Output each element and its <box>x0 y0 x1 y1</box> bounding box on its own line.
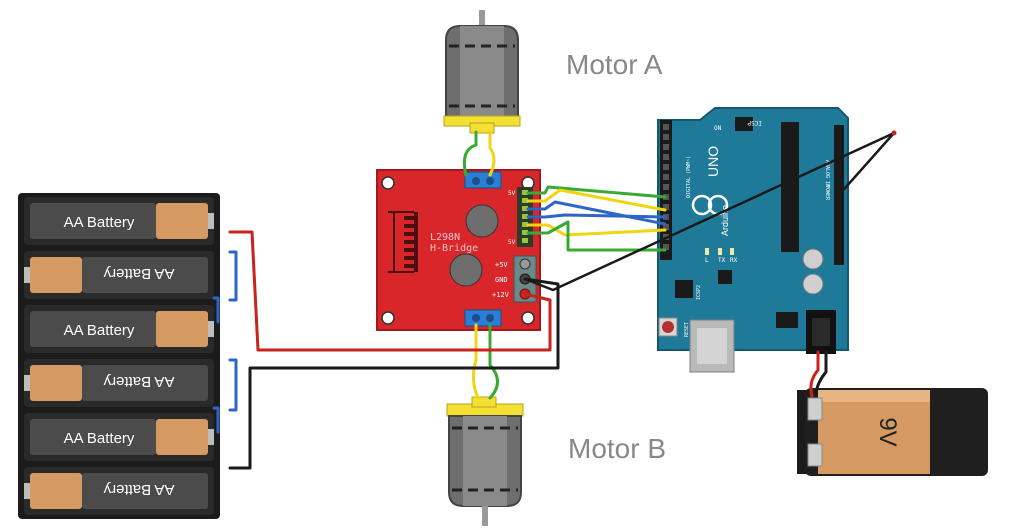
wire-series-3 <box>212 296 220 324</box>
atmega-chip <box>781 122 799 252</box>
wire-series-1 <box>228 250 238 302</box>
wire-motor-a-yellow <box>488 130 496 177</box>
label-5v: +5V <box>495 261 508 269</box>
wire-signal-1 <box>526 185 667 199</box>
capacitor-arduino-2 <box>802 273 824 295</box>
icsp-header <box>735 117 753 131</box>
aa-battery: AA Battery <box>24 413 214 461</box>
wire-series-2 <box>228 358 238 412</box>
arduino-uno: ICSP ON UNO Arduino DIGITAL (PWM~) ANALO… <box>657 107 849 373</box>
label-5v-top: 5V <box>508 190 516 197</box>
motor-b-shaft <box>482 506 488 526</box>
arduino-brand: Arduino <box>720 205 730 236</box>
wire-signal-6 <box>526 220 667 252</box>
9v-label: 9V <box>874 417 901 446</box>
nine-volt-battery: 9V <box>797 388 988 476</box>
wire-gnd <box>228 277 560 470</box>
aa-battery-label: AA Battery <box>103 265 174 282</box>
reset-label: RESET <box>684 322 690 337</box>
reset-button-cap[interactable] <box>662 321 674 333</box>
wire-12v <box>228 230 552 352</box>
wires <box>212 130 897 470</box>
aa-battery-label: AA Battery <box>103 373 174 390</box>
chip-label-1: L298N <box>430 232 460 243</box>
wire-9v-black <box>814 350 828 398</box>
aa-battery-pack: AA Battery AA Battery AA Battery AA Battery… <box>18 193 220 519</box>
label-gnd: GND <box>495 276 508 284</box>
motor-a-label: Motor A <box>566 49 663 80</box>
wire-motor-b-yellow <box>471 323 480 400</box>
motor-b-label: Motor B <box>568 433 666 464</box>
hbridge-board: L298N H-Bridge +5V GND +12V 5V 5V <box>376 169 541 331</box>
capacitor-arduino-1 <box>802 248 824 270</box>
power-label: POWER <box>824 185 830 201</box>
motor-a: Motor A <box>443 10 663 134</box>
regulator <box>776 312 798 328</box>
aa-battery-label: AA Battery <box>64 214 135 231</box>
on-label: ON <box>714 125 722 132</box>
motor-a-terminal <box>464 171 502 189</box>
aa-battery: AA Battery <box>24 197 214 245</box>
motor-b: Motor B <box>446 396 666 526</box>
heatsink <box>388 211 414 273</box>
analog-label: ANALOG IN <box>824 160 830 187</box>
aa-battery-label: AA Battery <box>64 322 135 339</box>
wire-signal-2 <box>526 188 667 212</box>
wire-gnd-arduino <box>523 131 896 292</box>
usb-chip <box>718 270 732 284</box>
capacitor-2 <box>449 253 483 287</box>
l-label: L <box>705 257 709 264</box>
label-12v: +12V <box>492 291 510 299</box>
wire-motor-b-green <box>488 323 499 400</box>
wire-9v-red <box>809 350 820 398</box>
icsp2-label: ICSP2 <box>696 285 702 300</box>
aa-battery: AA Battery <box>24 359 214 407</box>
rx-label: RX <box>730 257 738 264</box>
wire-series-4 <box>212 406 220 434</box>
aa-battery: AA Battery <box>24 251 214 299</box>
wire-signal-3 <box>526 200 667 226</box>
wire-signal-4 <box>526 213 667 219</box>
icsp-label: ICSP <box>747 119 762 126</box>
motor-a-shaft <box>479 10 485 32</box>
digital-label: DIGITAL (PWM~) <box>686 156 692 198</box>
capacitor-1 <box>465 204 499 238</box>
aa-battery: AA Battery <box>24 305 214 353</box>
tx-label: TX <box>718 257 726 264</box>
wire-motor-a-green <box>462 130 478 177</box>
aa-battery: AA Battery <box>24 467 214 515</box>
9v-copper <box>818 390 930 474</box>
motor-b-terminal <box>464 309 502 327</box>
uno-label: UNO <box>705 146 721 177</box>
pin-5v <box>519 258 531 270</box>
aa-battery-label: AA Battery <box>103 481 174 498</box>
label-5v-bottom: 5V <box>508 239 516 246</box>
aa-battery-label: AA Battery <box>64 430 135 447</box>
chip-label-2: H-Bridge <box>430 243 478 254</box>
icsp2-header <box>675 280 693 298</box>
